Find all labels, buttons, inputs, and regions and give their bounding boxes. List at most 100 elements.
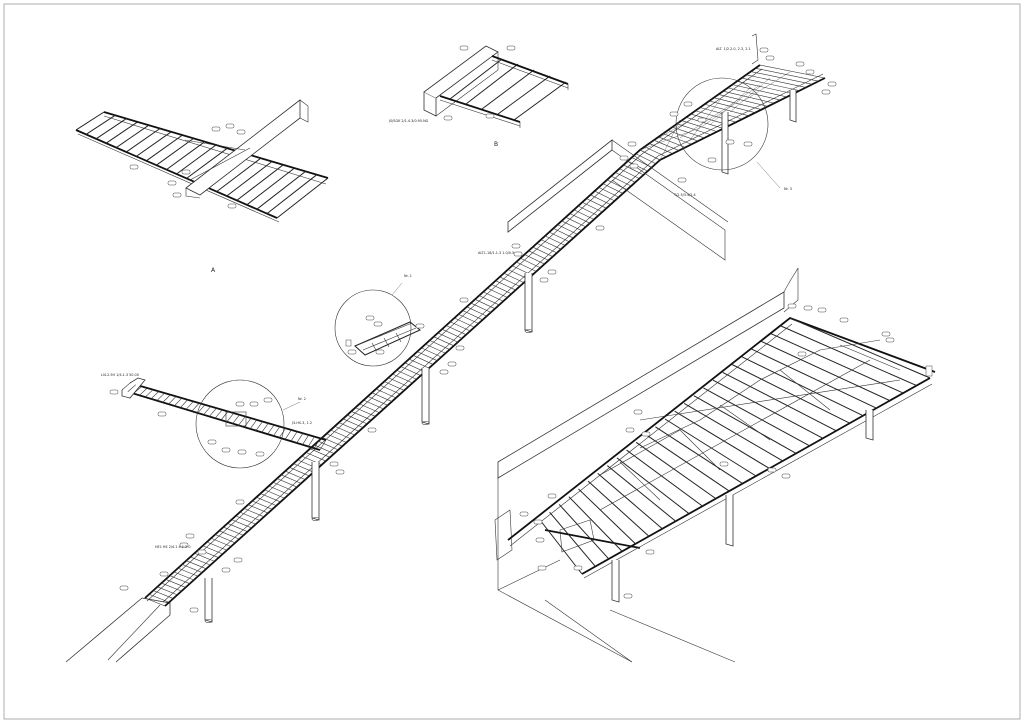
- part-label: HE1 HE 2/4.1 4.1-2.0: [155, 545, 190, 549]
- grating-bar: [149, 593, 170, 603]
- grating-bar: [674, 410, 770, 469]
- grating-bar: [616, 457, 690, 515]
- grating-bar: [683, 403, 784, 462]
- view-label-b: B: [494, 141, 498, 148]
- grating-bar: [180, 399, 188, 408]
- grating-bar: [232, 414, 240, 424]
- grating-bar: [239, 511, 260, 521]
- support-column: [865, 410, 874, 441]
- annotation-tag: [109, 389, 119, 395]
- annotation-tag: [235, 401, 245, 407]
- grating-bar: [662, 133, 692, 145]
- part-label: ALT1.18/1.1.3 1.0/0.5: [478, 251, 514, 255]
- annotation-tag: [827, 81, 837, 87]
- grating-bar: [568, 496, 623, 552]
- annotation-tag: [207, 439, 217, 445]
- annotation-tag: [237, 449, 247, 455]
- annotation-tag: [627, 141, 637, 147]
- grating-bar: [558, 504, 610, 560]
- large-detail-view: [494, 267, 936, 663]
- annotation-tag: [221, 447, 231, 453]
- grating-bar: [626, 449, 703, 507]
- grating-bar: [483, 291, 504, 302]
- part-label: LI4.2.5H 1/4.1.3 50.00: [101, 373, 139, 377]
- grating-bar: [458, 313, 479, 324]
- grating-bar: [539, 519, 583, 575]
- annotation-tag: [787, 303, 797, 309]
- grating-bar: [105, 121, 138, 144]
- grating-bar: [565, 216, 586, 228]
- grating-bar: [248, 504, 269, 514]
- annotation-tag: [537, 565, 547, 571]
- grating-bar: [649, 143, 673, 154]
- grating-bar: [392, 373, 413, 384]
- grating-bar: [145, 389, 154, 398]
- grating-bar: [319, 439, 327, 451]
- grating-bar: [503, 272, 525, 283]
- grating-bar: [338, 422, 359, 432]
- annotation-tag: [459, 45, 469, 51]
- grating-bar: [536, 243, 558, 254]
- grating-bar: [146, 134, 183, 162]
- annotation-tag: [227, 203, 237, 209]
- annotation-tag: [443, 115, 453, 121]
- grating-bar: [238, 416, 246, 426]
- grating-bar: [227, 523, 248, 532]
- annotation-tag: [459, 297, 469, 303]
- grating-bar: [445, 325, 467, 335]
- grating-bar: [182, 564, 203, 573]
- grating-bar: [197, 404, 206, 414]
- grating-bar: [121, 382, 131, 391]
- support-column: [204, 578, 213, 623]
- grating-bar: [190, 556, 211, 566]
- grating-bar: [220, 411, 229, 421]
- grating-bar: [653, 139, 680, 151]
- grating-bar: [396, 369, 417, 380]
- annotation-tag: [539, 277, 549, 283]
- grating-bar: [704, 103, 749, 117]
- grating-bar: [272, 481, 293, 492]
- grating-bar: [450, 321, 471, 332]
- grating-bar: [417, 351, 438, 361]
- grating-bar: [281, 474, 302, 484]
- annotation-tag: [519, 511, 529, 517]
- annotation-tag: [719, 461, 729, 467]
- grating-bar: [215, 534, 236, 544]
- annotation-tag: [641, 431, 651, 437]
- grating-bar: [577, 205, 599, 217]
- view-a-detail: [75, 99, 329, 223]
- annotation-tag: [683, 101, 693, 107]
- grating-bar: [635, 153, 657, 164]
- annotation-tag: [803, 305, 813, 311]
- annotation-tag: [255, 451, 265, 457]
- grating-bar: [499, 276, 520, 287]
- grating-bar: [645, 434, 730, 492]
- grating-bar: [165, 579, 186, 588]
- annotation-tag: [373, 321, 383, 327]
- annotation-tag: [511, 243, 521, 249]
- grating-bar: [606, 465, 677, 522]
- annotation-tag: [335, 469, 345, 475]
- grating-bar: [85, 114, 116, 135]
- grating-bar: [209, 407, 217, 417]
- annotation-tag: [533, 519, 543, 525]
- grating-bar: [751, 348, 877, 409]
- grating-bar: [206, 541, 227, 551]
- grating-bar: [161, 582, 182, 592]
- annotation-tag: [547, 269, 557, 275]
- grating-bar: [314, 444, 335, 454]
- grating-bar: [686, 117, 724, 129]
- grating-bar: [249, 419, 258, 430]
- grating-bar: [273, 426, 281, 437]
- part-label: ALT. 1/2.2.0, 2.3, 2.1: [716, 47, 751, 51]
- support-column: [725, 495, 734, 547]
- grating-bar: [380, 384, 401, 395]
- annotation-tag: [765, 55, 775, 61]
- grating-bar: [598, 187, 619, 198]
- grating-bar: [252, 500, 273, 510]
- grating-bar: [318, 440, 339, 451]
- annotation-tag: [189, 607, 199, 613]
- grating-bar: [433, 336, 454, 347]
- grating-bar: [718, 94, 768, 107]
- grating-bar: [289, 467, 310, 477]
